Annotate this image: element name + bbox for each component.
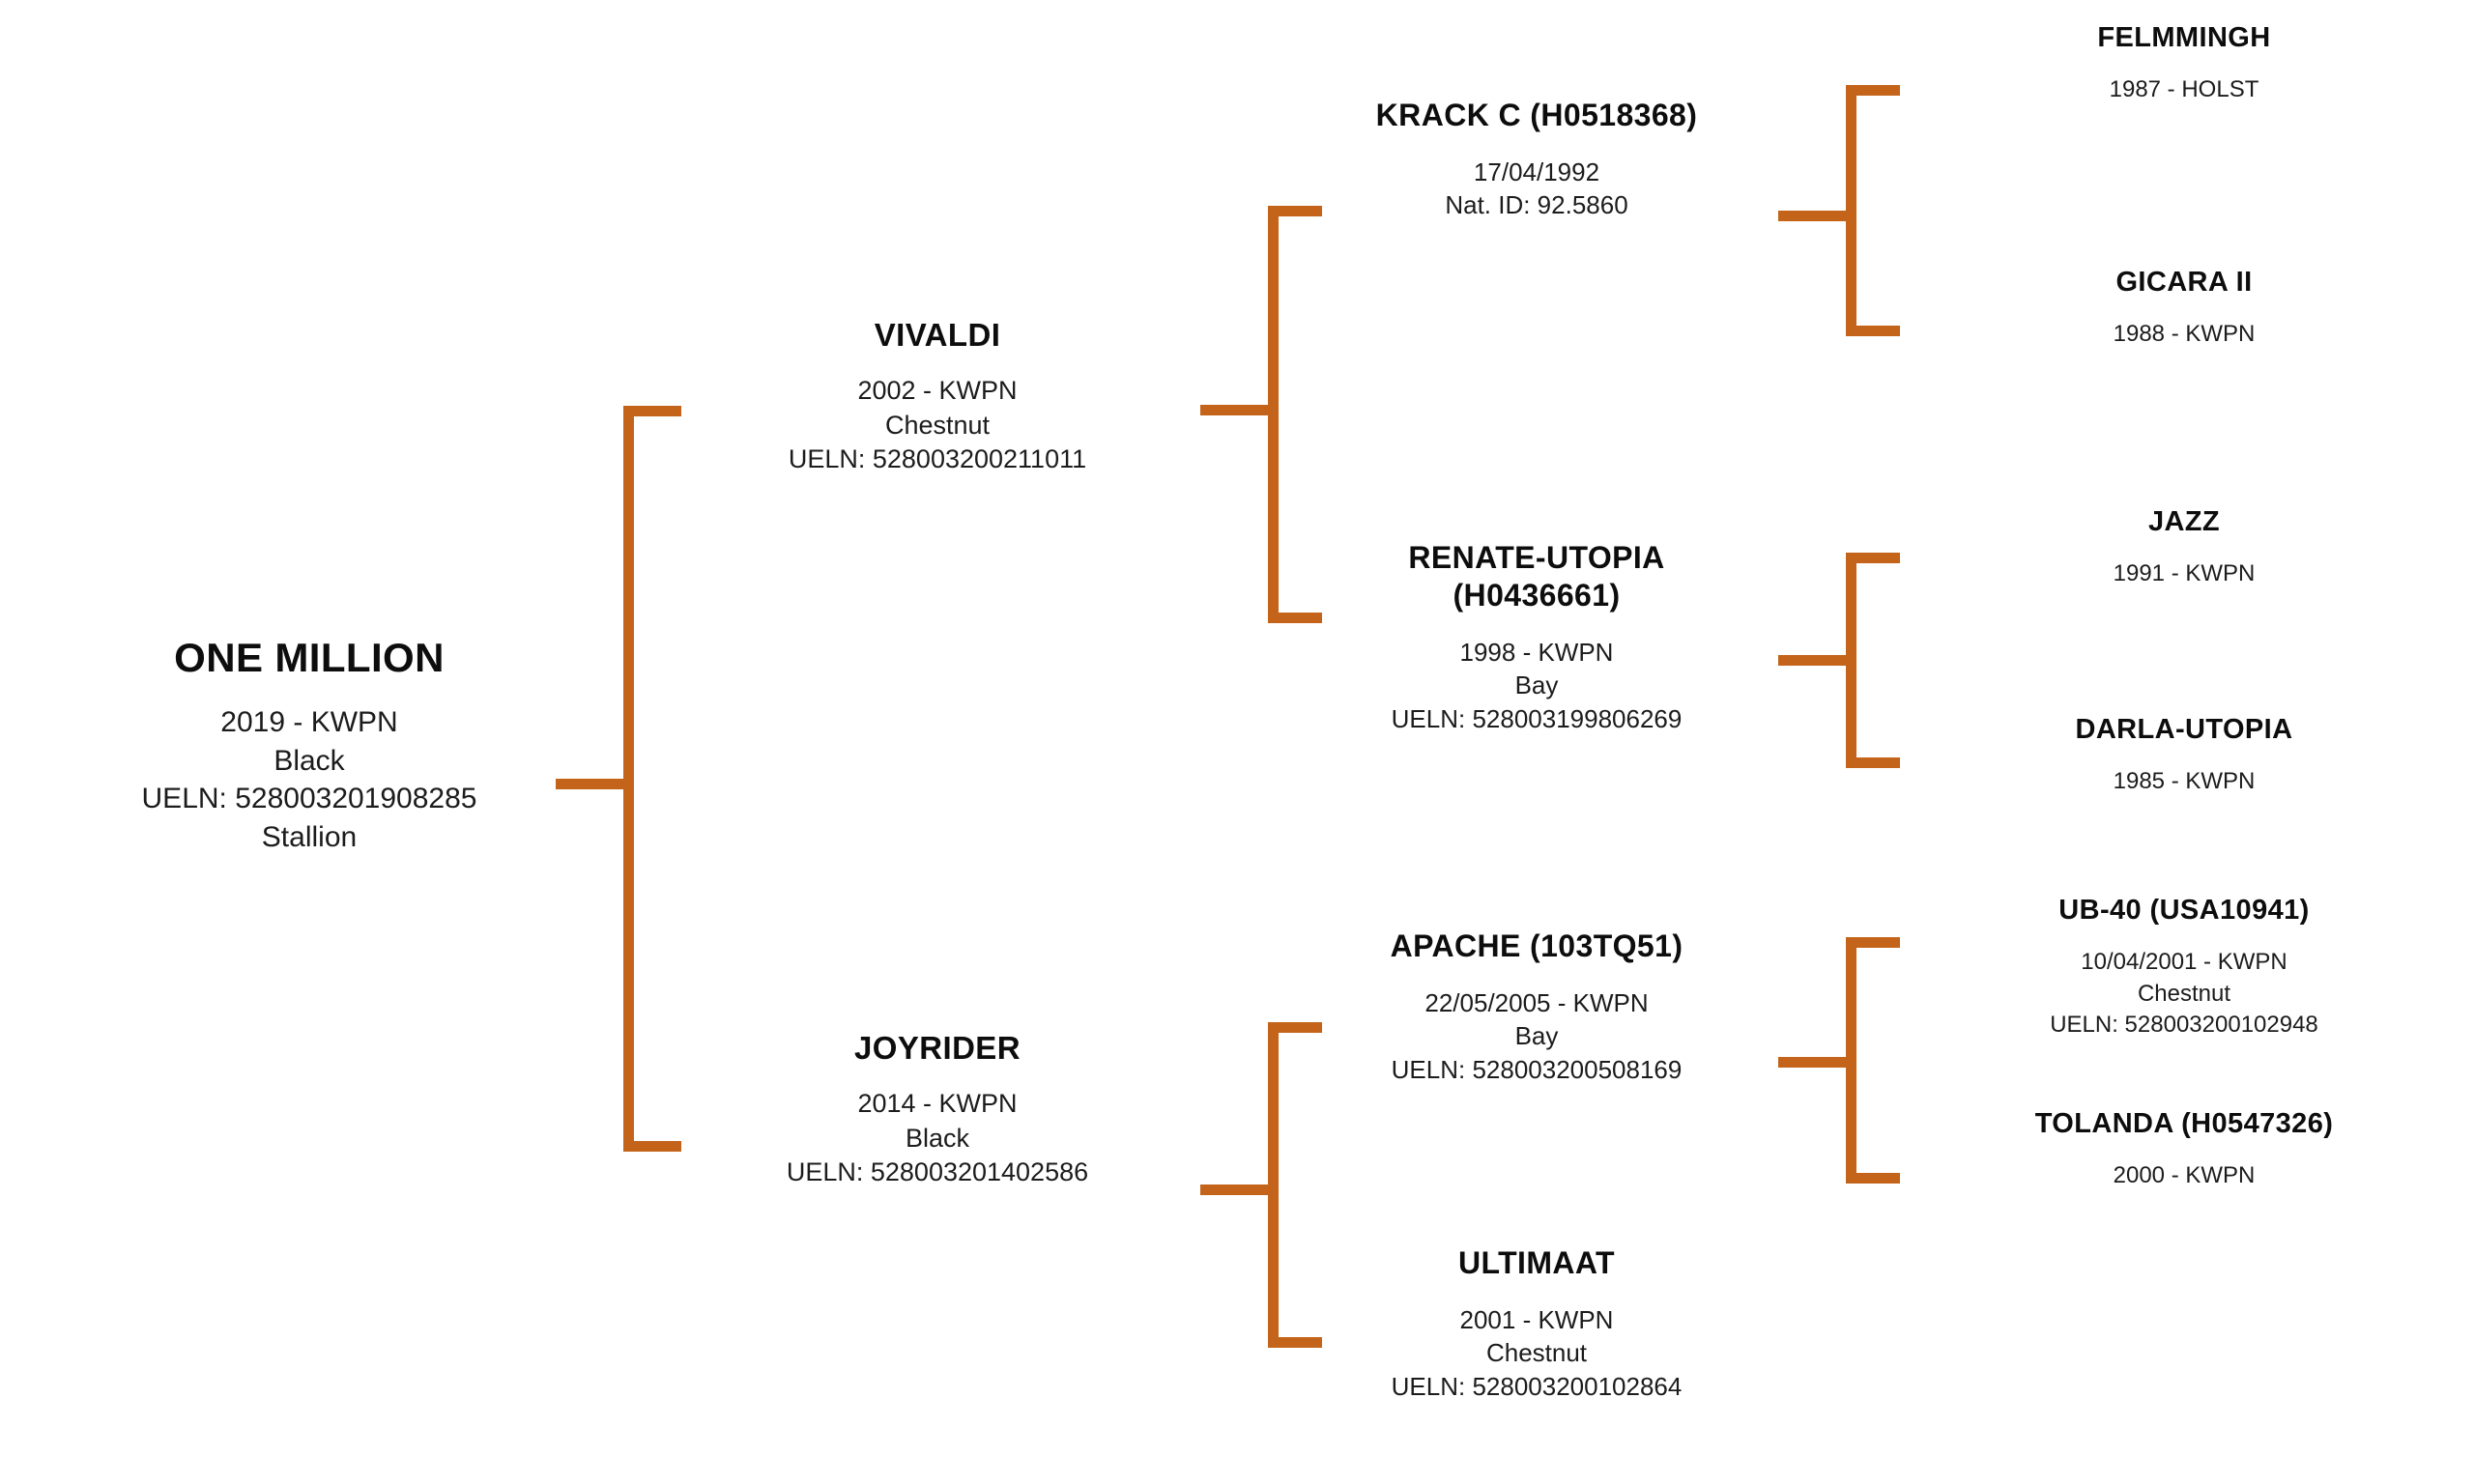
bracket-stub-left: [1778, 655, 1846, 666]
horse-details-dam-sire: 22/05/2005 - KWPN Bay UELN: 528003200508…: [1391, 988, 1683, 1084]
horse-name-sire-sire-sire: FELMMINGH: [2097, 22, 2271, 53]
horse-details-dam-dam: 2001 - KWPN Chestnut UELN: 5280032001028…: [1391, 1305, 1683, 1401]
horse-details-subject: 2019 - KWPN Black UELN: 528003201908285 …: [141, 706, 477, 853]
bracket-arm-top: [1268, 1022, 1322, 1033]
bracket-spine: [1846, 553, 1856, 768]
horse-node-sire-dam-sire[interactable]: JAZZ 1991 - KWPN: [1923, 505, 2445, 590]
bracket-arm-bottom: [623, 1141, 681, 1152]
horse-node-dam-dam[interactable]: ULTIMAAT 2001 - KWPN Chestnut UELN: 5280…: [1295, 1244, 1778, 1403]
bracket-arm-top: [1846, 85, 1900, 96]
horse-node-sire-dam-dam[interactable]: DARLA-UTOPIA 1985 - KWPN: [1923, 713, 2445, 798]
horse-details-dam-sire-sire: 10/04/2001 - KWPN Chestnut UELN: 5280032…: [2050, 949, 2318, 1038]
bracket-stub-left: [1778, 1057, 1846, 1068]
horse-details-sire-sire: 17/04/1992 Nat. ID: 92.5860: [1445, 157, 1628, 220]
horse-node-sire-sire-dam[interactable]: GICARA II 1988 - KWPN: [1923, 266, 2445, 351]
horse-node-sire-sire-sire[interactable]: FELMMINGH 1987 - HOLST: [1923, 21, 2445, 106]
bracket-spine: [1268, 1022, 1279, 1348]
horse-details-dam: 2014 - KWPN Black UELN: 528003201402586: [786, 1089, 1089, 1187]
horse-name-dam-sire-sire: UB-40 (USA10941): [2058, 895, 2310, 926]
horse-name-dam: JOYRIDER: [854, 1030, 1021, 1066]
connector-bracket-renate-to-parents: [1778, 553, 1900, 768]
horse-name-sire-dam-sire: JAZZ: [2147, 506, 2221, 537]
horse-node-dam-sire-sire[interactable]: UB-40 (USA10941) 10/04/2001 - KWPN Chest…: [1923, 894, 2445, 1041]
bracket-spine: [623, 406, 634, 1152]
bracket-stub-left: [1200, 1184, 1268, 1195]
bracket-arm-top: [1846, 937, 1900, 948]
connector-bracket-krackc-to-parents: [1778, 85, 1900, 336]
horse-details-sire-sire-dam: 1988 - KWPN: [2113, 321, 2256, 348]
horse-name-sire-sire-dam: GICARA II: [2115, 267, 2253, 298]
bracket-arm-top: [1846, 553, 1900, 563]
bracket-stub-left: [556, 779, 623, 789]
bracket-spine: [1846, 937, 1856, 1184]
horse-node-subject[interactable]: ONE MILLION 2019 - KWPN Black UELN: 5280…: [58, 638, 561, 856]
horse-details-dam-sire-dam: 2000 - KWPN: [2113, 1162, 2256, 1189]
horse-details-sire: 2002 - KWPN Chestnut UELN: 5280032002110…: [788, 376, 1087, 474]
horse-name-sire-sire: KRACK C (H0518368): [1375, 98, 1698, 132]
bracket-spine: [1846, 85, 1856, 336]
horse-details-sire-dam: 1998 - KWPN Bay UELN: 528003199806269: [1391, 638, 1683, 733]
bracket-arm-bottom: [1846, 1173, 1900, 1184]
horse-name-sire-dam-dam: DARLA-UTOPIA: [2075, 714, 2293, 745]
bracket-arm-bottom: [1268, 613, 1322, 623]
horse-name-sire: VIVALDI: [874, 317, 1001, 353]
horse-node-dam[interactable]: JOYRIDER 2014 - KWPN Black UELN: 5280032…: [696, 1032, 1179, 1190]
horse-details-sire-sire-sire: 1987 - HOLST: [2109, 76, 2259, 103]
bracket-spine: [1268, 206, 1279, 623]
horse-node-dam-sire[interactable]: APACHE (103TQ51) 22/05/2005 - KWPN Bay U…: [1295, 928, 1778, 1086]
horse-node-dam-sire-dam[interactable]: TOLANDA (H0547326) 2000 - KWPN: [1923, 1107, 2445, 1192]
horse-name-dam-dam: ULTIMAAT: [1458, 1245, 1615, 1280]
connector-bracket-subject-to-parents: [556, 406, 681, 1152]
horse-name-dam-sire: APACHE (103TQ51): [1390, 928, 1683, 963]
horse-node-sire-dam[interactable]: RENATE-UTOPIA (H0436661) 1998 - KWPN Bay…: [1295, 539, 1778, 735]
horse-name-dam-sire-dam: TOLANDA (H0547326): [2034, 1108, 2334, 1139]
horse-name-sire-dam: RENATE-UTOPIA (H0436661): [1408, 540, 1665, 614]
horse-details-sire-dam-sire: 1991 - KWPN: [2113, 560, 2256, 587]
horse-node-sire-sire[interactable]: KRACK C (H0518368) 17/04/1992 Nat. ID: 9…: [1295, 97, 1778, 222]
bracket-arm-top: [623, 406, 681, 416]
horse-details-sire-dam-dam: 1985 - KWPN: [2113, 768, 2256, 795]
connector-bracket-dam-to-grandparents: [1200, 1022, 1322, 1348]
bracket-arm-top: [1268, 206, 1322, 216]
bracket-arm-bottom: [1268, 1337, 1322, 1348]
bracket-arm-bottom: [1846, 326, 1900, 336]
horse-name-subject: ONE MILLION: [174, 635, 445, 680]
bracket-arm-bottom: [1846, 757, 1900, 768]
bracket-stub-left: [1200, 405, 1268, 415]
connector-bracket-sire-to-grandparents: [1200, 206, 1322, 623]
horse-node-sire[interactable]: VIVALDI 2002 - KWPN Chestnut UELN: 52800…: [696, 319, 1179, 477]
connector-bracket-apache-to-parents: [1778, 937, 1900, 1184]
bracket-stub-left: [1778, 211, 1846, 221]
